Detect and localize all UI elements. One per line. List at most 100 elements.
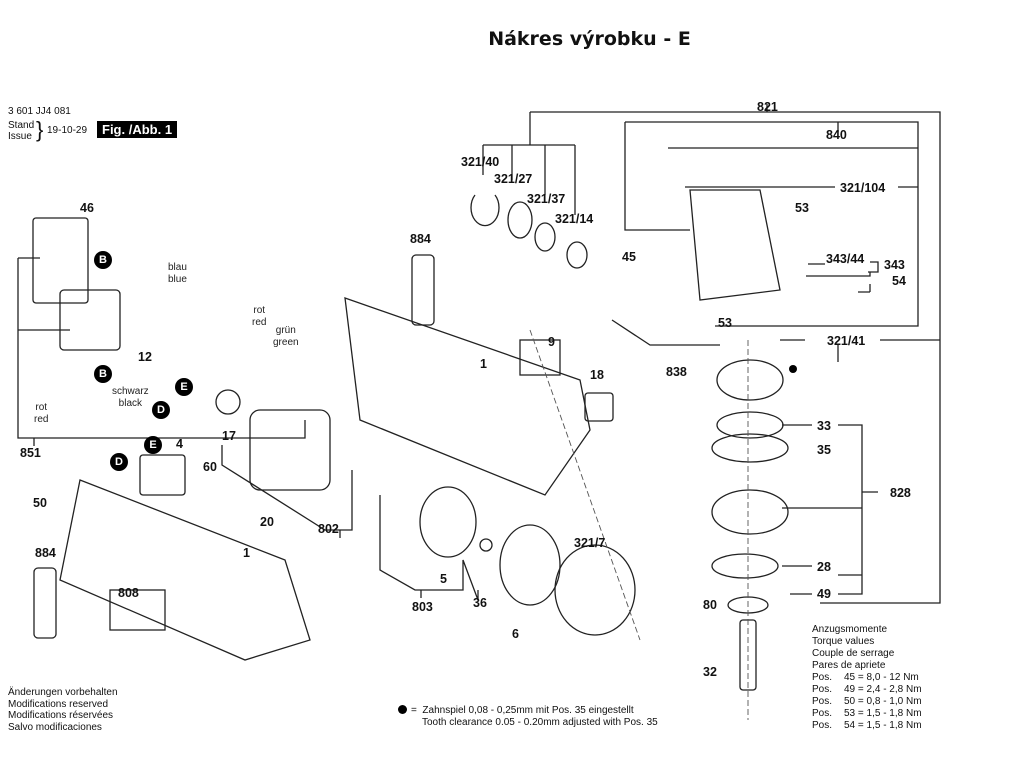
clearance-legend: = Zahnspiel 0,08 - 0,25mm mit Pos. 35 ei…	[398, 705, 658, 729]
connector-d-marker: D	[152, 401, 170, 419]
wire-label-line: red	[34, 414, 49, 425]
part-label: 45	[622, 250, 636, 264]
part-label: 321/40	[461, 155, 500, 169]
part-label: 6	[512, 627, 519, 641]
part-label: 20	[260, 515, 274, 529]
part-label: 1	[243, 546, 250, 560]
wire-label-line: rot	[35, 402, 48, 413]
torque-row: Pos. 50 = 0,8 - 1,0 Nm	[812, 696, 922, 708]
connector-e-marker: E	[175, 378, 193, 396]
modifications-notice: Änderungen vorbehalten Modifications res…	[8, 687, 118, 733]
stand-label: Stand	[8, 120, 35, 131]
part-label: 32	[703, 665, 717, 679]
wire-label-line: schwarz	[112, 386, 149, 397]
connector-e-marker: E	[144, 436, 162, 454]
connector-b-marker: B	[94, 251, 112, 269]
part-label: 840	[826, 128, 847, 142]
torque-pos: Pos.	[812, 696, 833, 707]
wire-label-line: blau	[168, 262, 187, 273]
cover-outline	[554, 544, 636, 636]
part-label: 12	[138, 350, 152, 364]
housing-half-left-outline	[59, 479, 311, 661]
part-label: 828	[890, 486, 911, 500]
part-label: 17	[222, 429, 236, 443]
part-label: 321/41	[827, 334, 866, 348]
brace: }	[36, 117, 44, 142]
footer-line: Modifications reserved	[8, 698, 109, 710]
torque-row: Pos.45 = 8,0 - 12 Nm	[812, 672, 922, 684]
dot-marker-icon	[398, 705, 407, 714]
clearance-marker	[789, 365, 797, 373]
connector-d-marker: D	[110, 453, 128, 471]
part-label: 35	[817, 443, 831, 457]
switch-outline	[139, 454, 186, 496]
gear-outline	[419, 486, 477, 558]
legend-equals: =	[411, 705, 417, 716]
part-label: 53	[795, 201, 809, 215]
wire-label-red: rot red	[252, 305, 266, 329]
footer-line: Modifications réservées	[8, 710, 114, 721]
footer-line: Änderungen vorbehalten	[8, 687, 118, 698]
torque-pos: Pos.	[812, 672, 833, 683]
part-label: 884	[410, 232, 431, 246]
torque-row: Pos.53 = 1,5 - 1,8 Nm	[812, 708, 922, 720]
part-label: 9	[548, 335, 555, 349]
part-label: 884	[35, 546, 56, 560]
part-label: 60	[203, 460, 217, 474]
part-label: 53	[718, 316, 732, 330]
footer-line: Salvo modificaciones	[8, 721, 102, 733]
part-label: 50	[33, 496, 47, 510]
wire-label-line: green	[273, 337, 299, 348]
part-label: 321/7	[574, 536, 606, 550]
wire-label-red-left: rot red	[34, 402, 48, 426]
issue-label: Issue	[8, 131, 32, 142]
legend-line-1: Zahnspiel 0,08 - 0,25mm mit Pos. 35 eing…	[422, 705, 634, 716]
wire-label-blue: blau blue	[168, 262, 187, 286]
part-number: 3 601 JJ4 081	[8, 106, 71, 117]
part-label: 46	[80, 201, 94, 215]
guard-outline	[499, 524, 561, 606]
part-label: 5	[440, 572, 447, 586]
bevel-gear-outline	[716, 359, 784, 401]
part-label: 851	[20, 446, 41, 460]
part-label: 36	[473, 596, 487, 610]
torque-heading: Couple de serrage	[812, 648, 895, 659]
bracket-821	[530, 111, 941, 604]
part-label: 4	[176, 437, 183, 451]
wire-label-line: red	[252, 317, 267, 328]
part-label: 49	[817, 587, 831, 601]
part-label: 33	[817, 419, 831, 433]
wire-label-line: black	[118, 398, 143, 409]
wire-label-black: schwarz black	[112, 386, 149, 410]
part-label: 838	[666, 365, 687, 379]
wire-label-line: blue	[168, 274, 187, 285]
torque-heading: Pares de apriete	[812, 660, 886, 671]
issue-date: 19-10-29	[47, 125, 88, 136]
part-label: 821	[757, 100, 778, 114]
part-label: 321/27	[494, 172, 533, 186]
torque-value: 49 = 2,4 - 2,8 Nm	[844, 684, 922, 695]
part-label: 1	[480, 357, 487, 371]
torque-row: Pos. 49 = 2,4 - 2,8 Nm	[812, 684, 922, 696]
motor-outline	[249, 409, 331, 491]
part-label: 321/37	[527, 192, 566, 206]
part-label: 80	[703, 598, 717, 612]
torque-pos: Pos.	[812, 720, 833, 731]
wire-label-green: grün green	[273, 325, 299, 349]
torque-value: 50 = 0,8 - 1,0 Nm	[844, 696, 922, 707]
part-label: 808	[118, 586, 139, 600]
torque-value: 54 = 1,5 - 1,8 Nm	[844, 720, 922, 731]
torque-pos: Pos.	[812, 708, 833, 719]
housing-half-outline	[344, 297, 591, 496]
part-label: 18	[590, 368, 604, 382]
page-title: Nákres výrobku - E	[488, 28, 691, 50]
bearing-flange-outline	[711, 489, 789, 535]
part-label: 803	[412, 600, 433, 614]
torque-pos: Pos.	[812, 684, 833, 695]
torque-heading: Torque values	[812, 636, 875, 647]
torque-heading: Anzugsmomente	[812, 624, 888, 635]
part-label: 343/44	[826, 252, 865, 266]
gearhead-outline	[689, 189, 781, 301]
wire-label-line: rot	[253, 305, 266, 316]
